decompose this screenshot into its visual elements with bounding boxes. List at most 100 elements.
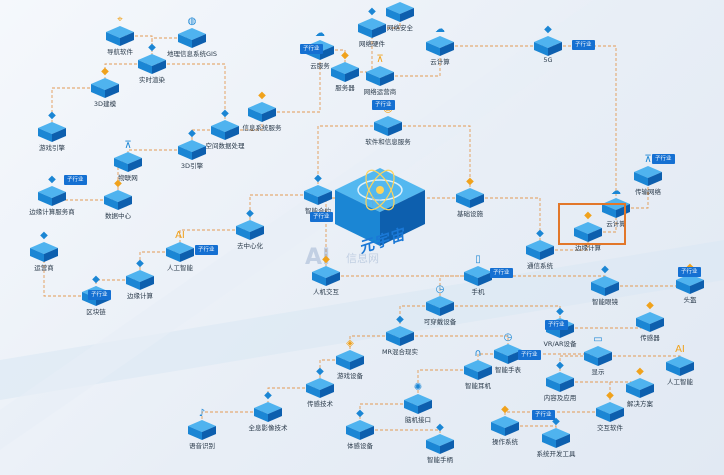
- iso-cube: [178, 140, 206, 160]
- network-icon: ◆: [246, 208, 254, 219]
- node-label: 5G: [543, 56, 553, 64]
- server-icon: ◆: [341, 50, 349, 61]
- node-label: 边缘计算: [575, 244, 601, 252]
- node-label: 全息影像技术: [248, 424, 288, 432]
- node-label: 智能眼镜: [592, 298, 618, 306]
- sensor-icon: ◆: [316, 366, 324, 377]
- tower-icon: ⊼: [124, 140, 132, 151]
- system-icon: ◆: [258, 90, 266, 101]
- ai-icon: AI: [675, 344, 685, 355]
- map-pin-icon: ⌖: [117, 14, 123, 25]
- link-n03-n14: [152, 63, 226, 130]
- sub-industry-tag: 子行业: [490, 268, 513, 278]
- cloud-icon: ☁: [611, 186, 621, 197]
- software-icon: ◆: [606, 390, 614, 401]
- edge-icon: ◆: [584, 210, 592, 221]
- link-n41-n48: [417, 369, 478, 404]
- sub-industry-tag: 子行业: [300, 44, 323, 54]
- antenna-icon: ⊼: [644, 154, 652, 165]
- os-icon: ◆: [501, 404, 509, 415]
- sub-industry-tag: 子行业: [678, 267, 701, 277]
- iso-cube: [426, 296, 454, 316]
- node-label: MR混合现实: [381, 348, 419, 356]
- node-label: 脑机接口: [405, 416, 431, 424]
- node-label: 内容及应用: [543, 394, 577, 402]
- solution-icon: ◆: [636, 366, 644, 377]
- node-label: 传感技术: [307, 400, 333, 408]
- node-label: 网络运营商: [363, 88, 397, 96]
- iso-cube: [584, 346, 612, 366]
- iso-cube: [426, 36, 454, 56]
- link-n12-n24: [548, 45, 617, 208]
- iso-cube: [304, 185, 332, 205]
- iso-cube: [38, 186, 66, 206]
- router-icon: ◆: [368, 6, 376, 17]
- edge-icon: ◆: [136, 258, 144, 269]
- node-label: 游戏设备: [337, 372, 363, 380]
- iso-cube: [426, 434, 454, 454]
- node-label: 语音识别: [189, 442, 215, 450]
- iso-cube: [126, 270, 154, 290]
- render-icon: ◆: [148, 42, 156, 53]
- link-n08-n09: [372, 12, 401, 29]
- iso-cube: [542, 428, 570, 448]
- blockchain-icon: ◆: [92, 274, 100, 285]
- iso-cube: [596, 402, 624, 422]
- iso-cube: [104, 190, 132, 210]
- sub-industry-tag: 子行业: [310, 212, 333, 222]
- iso-cube: [254, 402, 282, 422]
- metaverse-hub: [325, 160, 435, 250]
- iso-cube: [366, 66, 394, 86]
- iso-cube: [591, 276, 619, 296]
- iso-cube: [546, 372, 574, 392]
- ai-icon: AI: [175, 230, 185, 241]
- iso-cube: [30, 242, 58, 262]
- node-label: 数据中心: [105, 212, 131, 220]
- link-n10-n11: [380, 46, 441, 77]
- iso-cube: [491, 416, 519, 436]
- vr-icon: ◆: [556, 306, 564, 317]
- node-label: VR/AR设备: [543, 340, 577, 348]
- iso-cube: [312, 266, 340, 286]
- iso-cube: [106, 26, 134, 46]
- holo-icon: ◆: [264, 390, 272, 401]
- link-n06-n07: [320, 49, 346, 72]
- node-label: 网络安全: [387, 24, 413, 32]
- link-n22-n26: [470, 197, 541, 250]
- iso-cube: [248, 102, 276, 122]
- watermark-subtext: 信息网: [346, 252, 379, 265]
- globe-icon: ◍: [187, 16, 197, 27]
- node-label: 空间数据处理: [205, 142, 245, 150]
- iso-cube: [336, 350, 364, 370]
- node-label: 区块链: [86, 308, 106, 316]
- link-n20-n28: [179, 229, 250, 252]
- node-label: 服务器: [335, 84, 355, 92]
- chip-icon: ◆: [544, 24, 552, 35]
- background-band: [0, 240, 724, 400]
- content-icon: ◆: [556, 360, 564, 371]
- shield-icon: ⛨: [394, 0, 406, 2]
- iso-cube: [211, 120, 239, 140]
- mr-icon: ◆: [396, 314, 404, 325]
- sub-industry-tag: 子行业: [88, 290, 111, 300]
- iso-cube: [636, 312, 664, 332]
- node-label: 3D建模: [93, 100, 117, 108]
- sub-industry-tag: 子行业: [195, 245, 218, 255]
- engine-icon: ◆: [188, 128, 196, 139]
- link-n04-n05: [51, 87, 105, 132]
- node-label: 实时渲染: [139, 76, 165, 84]
- iso-cube: [138, 54, 166, 74]
- datacenter-icon: ◆: [114, 178, 122, 189]
- link-n52-n53: [505, 425, 557, 438]
- node-label: 物联网: [118, 174, 138, 182]
- node-label: 去中心化: [237, 242, 263, 250]
- iso-cube: [456, 188, 484, 208]
- link-n30-n27: [43, 252, 96, 297]
- node-label: 云服务: [310, 62, 330, 70]
- link-n16-n22: [388, 125, 471, 198]
- motion-icon: ◆: [356, 408, 364, 419]
- iso-cube: [386, 2, 414, 22]
- controller-icon: ◆: [436, 422, 444, 433]
- node-label: 运营商: [34, 264, 54, 272]
